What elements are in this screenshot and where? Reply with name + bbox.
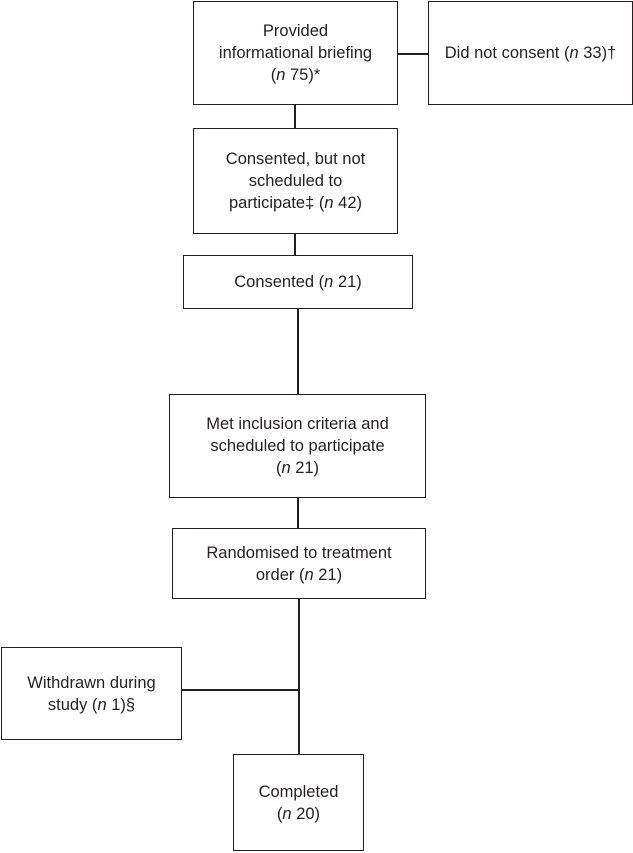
box-provided-briefing: Provided informational briefing (n 75)* — [193, 1, 398, 105]
box-label-line: Randomised to treatment — [206, 543, 392, 562]
box-label-line: Did not consent ( — [444, 44, 570, 62]
box-did-not-consent: Did not consent (n 33)† — [428, 1, 633, 105]
box-randomised: Randomised to treatment order (n 21) — [172, 528, 426, 599]
count-value: 20) — [291, 804, 321, 823]
box-consented-not-scheduled: Consented, but not scheduled to particip… — [193, 128, 398, 234]
box-label-line: scheduled to participate — [210, 437, 385, 455]
box-withdrawn: Withdrawn during study (n 1)§ — [1, 647, 182, 740]
connector-randomised-to-completed — [298, 598, 300, 755]
box-label-line: Consented, but not — [225, 150, 366, 168]
box-completed: Completed (n 20) — [233, 754, 364, 851]
count-n-symbol: n — [304, 565, 314, 584]
count-value: 42) — [333, 194, 362, 212]
count-n-symbol: n — [324, 273, 334, 291]
count-value: 75)* — [285, 66, 321, 84]
count-value: 21) — [313, 565, 343, 584]
box-consented: Consented (n 21) — [183, 255, 413, 309]
box-label-line: Completed — [258, 782, 339, 801]
count-n-symbol: n — [281, 459, 291, 477]
box-label-line: Provided — [262, 22, 329, 40]
box-label-line: study ( — [47, 695, 98, 714]
box-inclusion-criteria: Met inclusion criteria and scheduled to … — [169, 394, 426, 498]
count-value: 21) — [333, 273, 362, 291]
count-n-symbol: n — [282, 804, 292, 823]
count-n-symbol: n — [97, 695, 107, 714]
connector-inclusion-to-randomised — [297, 497, 299, 529]
box-label-line: participate‡ ( — [228, 194, 325, 212]
count-open: ( — [275, 459, 282, 477]
count-open: ( — [270, 66, 277, 84]
box-label-line: Withdrawn during — [27, 673, 156, 692]
count-n-symbol: n — [276, 66, 286, 84]
count-n-symbol: n — [324, 194, 334, 212]
count-value: 21) — [290, 459, 320, 477]
count-open: ( — [276, 804, 283, 823]
box-label-line: informational briefing — [218, 44, 373, 62]
box-label-line: Met inclusion criteria and — [206, 415, 389, 433]
box-label-line: scheduled to — [248, 172, 343, 190]
box-label-line: order ( — [255, 565, 305, 584]
connector-consented-not-scheduled-to-consented — [294, 233, 296, 256]
count-n-symbol: n — [569, 44, 579, 62]
connector-withdrawn-branch — [181, 689, 299, 691]
connector-briefing-to-consented-not-scheduled — [294, 104, 296, 129]
connector-briefing-to-no-consent — [397, 53, 429, 55]
connector-consented-to-inclusion — [297, 308, 299, 395]
count-value: 33)† — [578, 44, 617, 62]
count-value: 1)§ — [106, 695, 136, 714]
box-label-line: Consented ( — [234, 273, 325, 291]
